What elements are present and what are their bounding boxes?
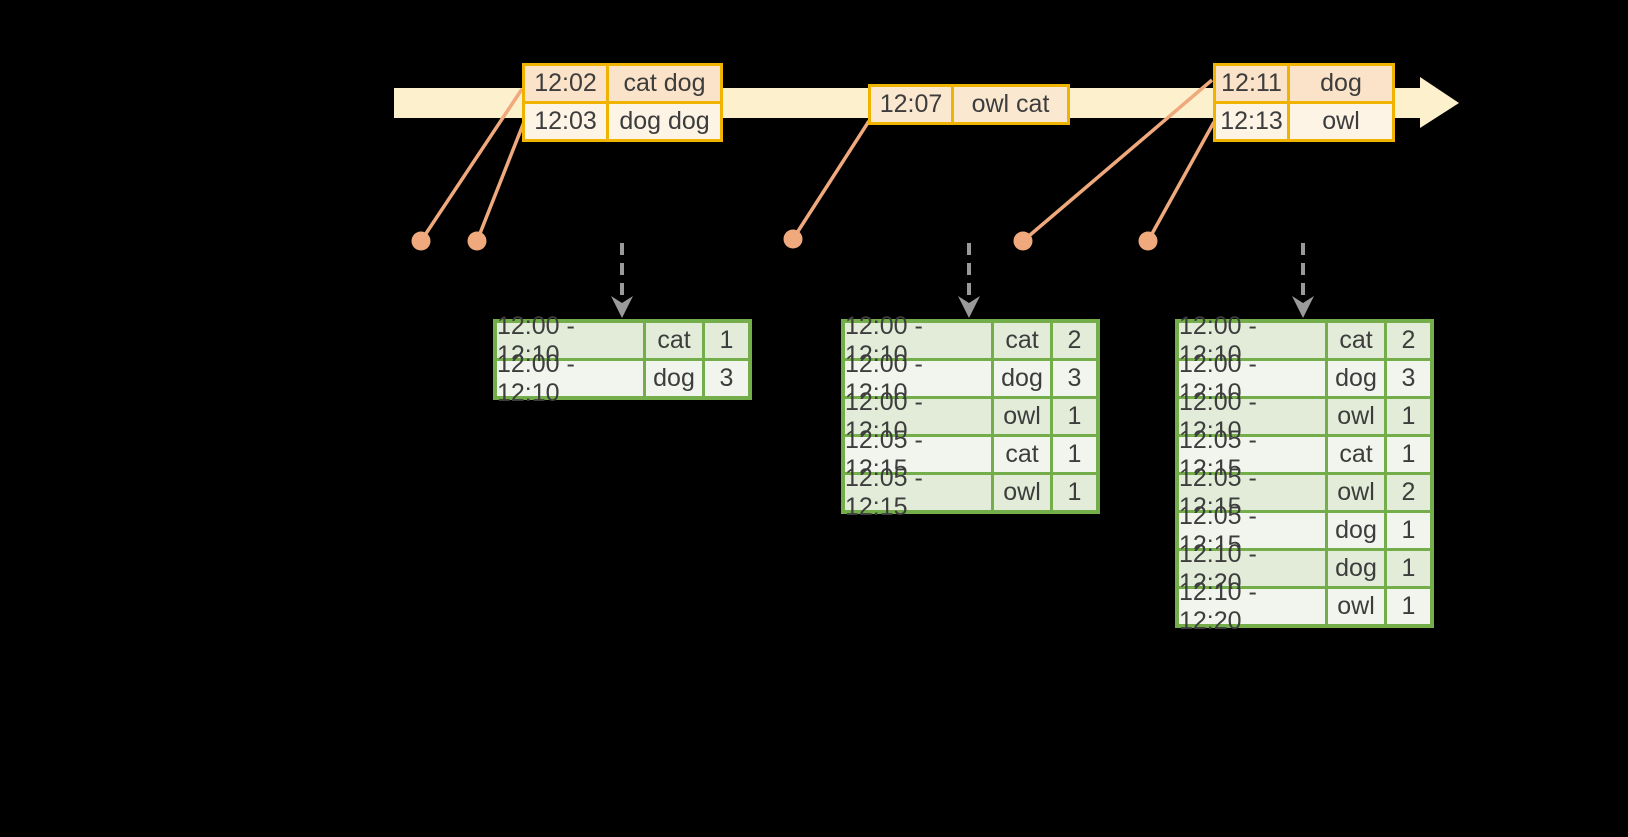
count-cell: 1 [1053,475,1096,510]
result-row: 12:00 - 12:10 dog 3 [1179,350,1430,407]
word-cell: owl [994,399,1053,434]
event-dot-icon [1013,231,1033,251]
result-row: 12:00 - 12:10 owl 1 [845,388,1096,445]
event-words-cell: owl cat [954,87,1067,122]
word-cell: dog [646,361,705,396]
event-row: 12:02 cat dog [525,66,720,101]
event-time-cell: 12:02 [525,66,609,101]
event-words-cell: cat dog [609,66,720,101]
window-cell: 12:00 - 12:10 [1179,312,1328,369]
event-dot-icon [467,231,487,251]
window-cell: 12:00 - 12:10 [497,350,646,407]
connector-line [1146,121,1216,242]
result-table: 12:00 - 12:10 cat 2 12:00 - 12:10 dog 3 … [1175,312,1434,635]
result-table: 12:00 - 12:10 cat 2 12:00 - 12:10 dog 3 … [841,312,1100,521]
word-cell: cat [646,323,705,358]
connector-line [791,120,871,240]
result-row: 12:00 - 12:10 cat 2 [1179,312,1430,369]
event-row: 12:07 owl cat [871,87,1067,122]
event-time-cell: 12:07 [871,87,954,122]
word-cell: cat [1328,323,1387,358]
result-row: 12:00 - 12:10 dog 3 [497,350,748,407]
word-cell: dog [994,361,1053,396]
word-cell: dog [1328,551,1387,586]
event-row: 12:13 owl [1216,101,1392,139]
window-cell: 12:05 - 12:15 [845,464,994,521]
result-table: 12:00 - 12:10 cat 1 12:00 - 12:10 dog 3 [493,312,752,407]
window-cell: 12:05 - 12:15 [845,426,994,483]
word-cell: dog [1328,513,1387,548]
window-cell: 12:10 - 12:20 [1179,540,1328,597]
result-row: 12:00 - 12:10 cat 2 [845,312,1096,369]
event-row: 12:03 dog dog [525,101,720,139]
count-cell: 1 [1053,399,1096,434]
word-cell: cat [1328,437,1387,472]
word-cell: owl [1328,589,1387,624]
result-row: 12:05 - 12:15 dog 1 [1179,502,1430,559]
event-time-cell: 12:13 [1216,104,1290,139]
count-cell: 1 [705,323,748,358]
word-cell: cat [994,437,1053,472]
count-cell: 2 [1053,323,1096,358]
event-table: 12:11 dog 12:13 owl [1213,63,1395,142]
event-dot-icon [411,231,431,251]
window-cell: 12:10 - 12:20 [1179,578,1328,635]
down-arrowhead-icon [1292,296,1314,318]
word-cell: owl [994,475,1053,510]
word-cell: dog [1328,361,1387,396]
count-cell: 1 [1387,513,1430,548]
timeline-arrowhead-icon [1420,77,1459,128]
connector-lines [419,78,1216,243]
window-cell: 12:00 - 12:10 [1179,350,1328,407]
event-time-cell: 12:11 [1216,66,1290,101]
trigger-arrows [611,243,1314,318]
connector-line [419,88,524,242]
result-row: 12:05 - 12:15 owl 1 [845,464,1096,521]
event-dot-icon [783,229,803,249]
result-row: 12:10 - 12:20 owl 1 [1179,578,1430,635]
event-dots [411,229,1158,251]
connector-line [1021,78,1214,243]
result-row: 12:05 - 12:15 cat 1 [1179,426,1430,483]
event-table: 12:02 cat dog 12:03 dog dog [522,63,723,142]
event-words-cell: dog dog [609,104,720,139]
count-cell: 1 [1387,589,1430,624]
count-cell: 2 [1387,323,1430,358]
count-cell: 1 [1387,437,1430,472]
word-cell: owl [1328,399,1387,434]
word-cell: owl [1328,475,1387,510]
count-cell: 1 [1387,551,1430,586]
event-dot-icon [1138,231,1158,251]
window-cell: 12:00 - 12:10 [845,312,994,369]
count-cell: 3 [1053,361,1096,396]
result-row: 12:10 - 12:20 dog 1 [1179,540,1430,597]
word-cell: cat [994,323,1053,358]
result-row: 12:05 - 12:15 cat 1 [845,426,1096,483]
event-words-cell: owl [1290,104,1392,139]
count-cell: 3 [705,361,748,396]
down-arrowhead-icon [958,296,980,318]
count-cell: 3 [1387,361,1430,396]
count-cell: 2 [1387,475,1430,510]
connector-line [475,121,526,242]
event-row: 12:11 dog [1216,66,1392,101]
event-words-cell: dog [1290,66,1392,101]
event-time-cell: 12:03 [525,104,609,139]
event-table: 12:07 owl cat [868,84,1070,125]
count-cell: 1 [1053,437,1096,472]
count-cell: 1 [1387,399,1430,434]
down-arrowhead-icon [611,296,633,318]
